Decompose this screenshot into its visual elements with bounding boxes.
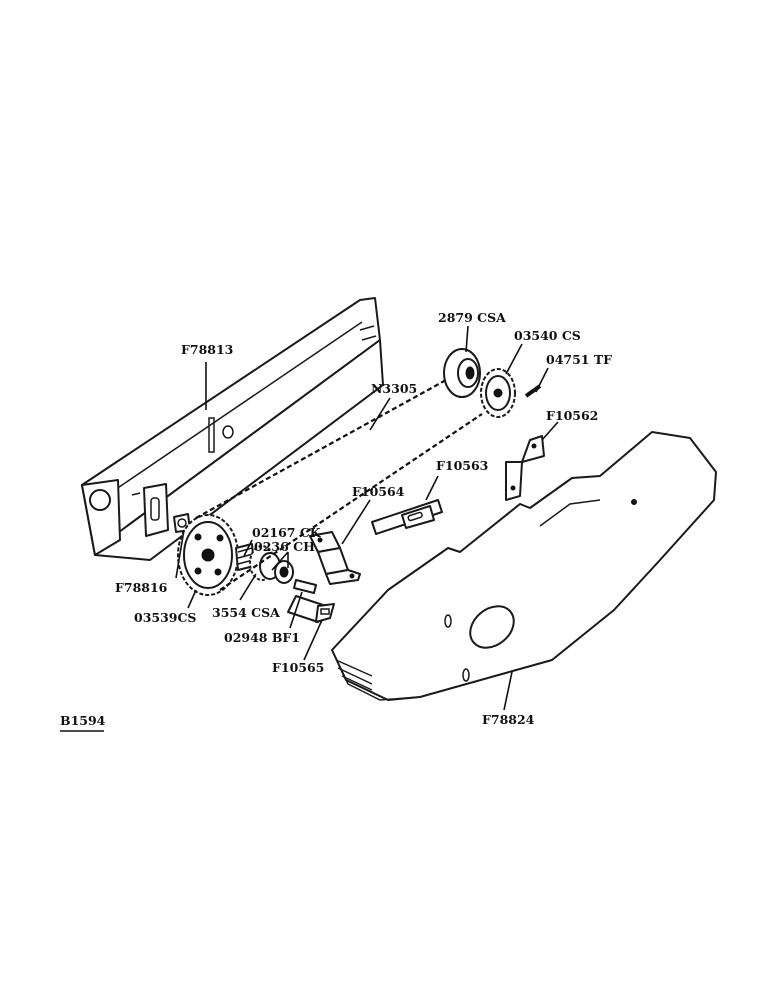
label-04751tf: 04751 TF: [546, 352, 612, 367]
label-f78824: F78824: [482, 712, 535, 727]
channel-f78813: [81, 297, 384, 561]
hub-2879csa: [443, 348, 481, 398]
label-f10563: F10563: [436, 458, 488, 473]
label-f10565: F10565: [272, 660, 324, 675]
label-f78813: F78813: [181, 342, 233, 357]
label-03539cs: 03539CS: [134, 610, 196, 625]
leader-lines: [175, 325, 559, 711]
label-02948bf1: 02948 BF1: [224, 630, 300, 645]
label-2879csa: 2879 CSA: [438, 310, 506, 325]
label-3554csa: 3554 CSA: [212, 605, 280, 620]
plate-f10563: [371, 499, 443, 535]
label-f78816: F78816: [115, 580, 168, 595]
figure-reference: B1594: [60, 713, 106, 728]
bracket-f10564: [309, 531, 361, 585]
label-02167ck: 02167 CK: [252, 525, 322, 540]
label-0236ch: 0236 CH: [254, 539, 315, 554]
sprocket-03540cs: [480, 368, 516, 418]
label-f10564: F10564: [352, 484, 405, 499]
guard-f78824: [331, 431, 717, 701]
chain-n3305: [195, 379, 483, 591]
label-n3305: N3305: [371, 381, 417, 396]
bracket-f10565: [287, 595, 335, 623]
label-f10562: F10562: [546, 408, 598, 423]
bracket-f10562: [505, 435, 545, 501]
label-03540cs: 03540 CS: [514, 328, 581, 343]
